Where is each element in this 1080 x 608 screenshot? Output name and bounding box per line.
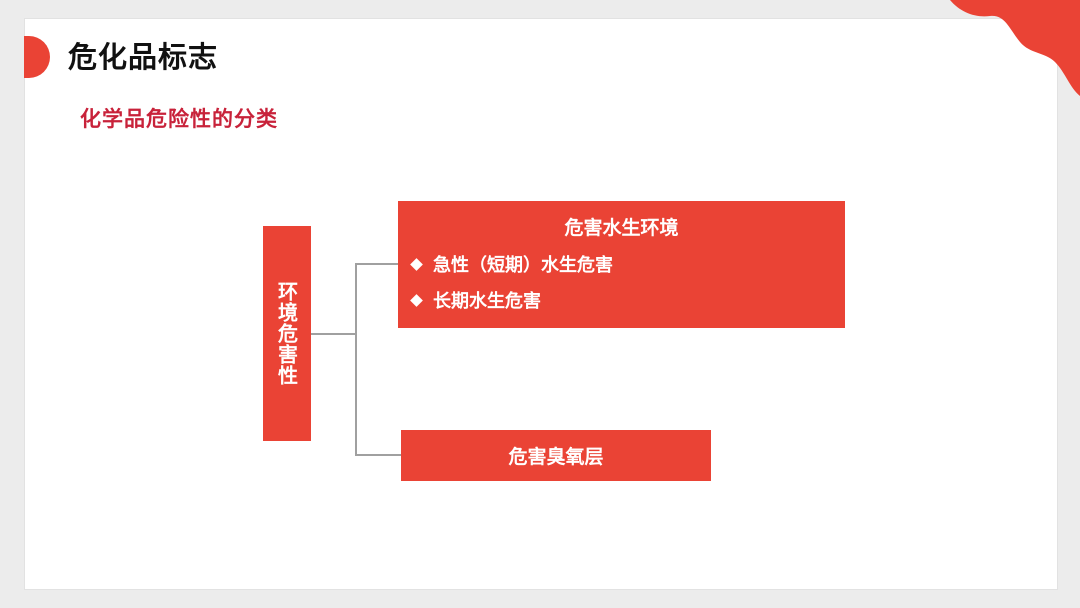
diamond-bullet-icon <box>410 258 423 271</box>
title-accent-tab <box>24 36 50 78</box>
branch-node-ozone: 危害臭氧层 <box>401 430 711 481</box>
list-item: 长期水生危害 <box>412 289 541 315</box>
root-node: 环境危害性 <box>263 226 311 441</box>
branch-node-label: 危害水生环境 <box>398 215 845 241</box>
branch-node-aquatic: 危害水生环境 急性（短期）水生危害 长期水生危害 <box>398 201 845 328</box>
root-node-label: 环境危害性 <box>273 281 302 386</box>
page-title: 危化品标志 <box>68 37 218 77</box>
branch-node-label: 危害臭氧层 <box>508 442 603 469</box>
list-item-label: 急性（短期）水生危害 <box>433 255 613 276</box>
diamond-bullet-icon <box>410 294 423 307</box>
list-item-label: 长期水生危害 <box>433 291 541 312</box>
corner-decoration <box>880 0 1080 100</box>
list-item: 急性（短期）水生危害 <box>412 253 613 279</box>
section-subtitle: 化学品危险性的分类 <box>80 104 278 134</box>
